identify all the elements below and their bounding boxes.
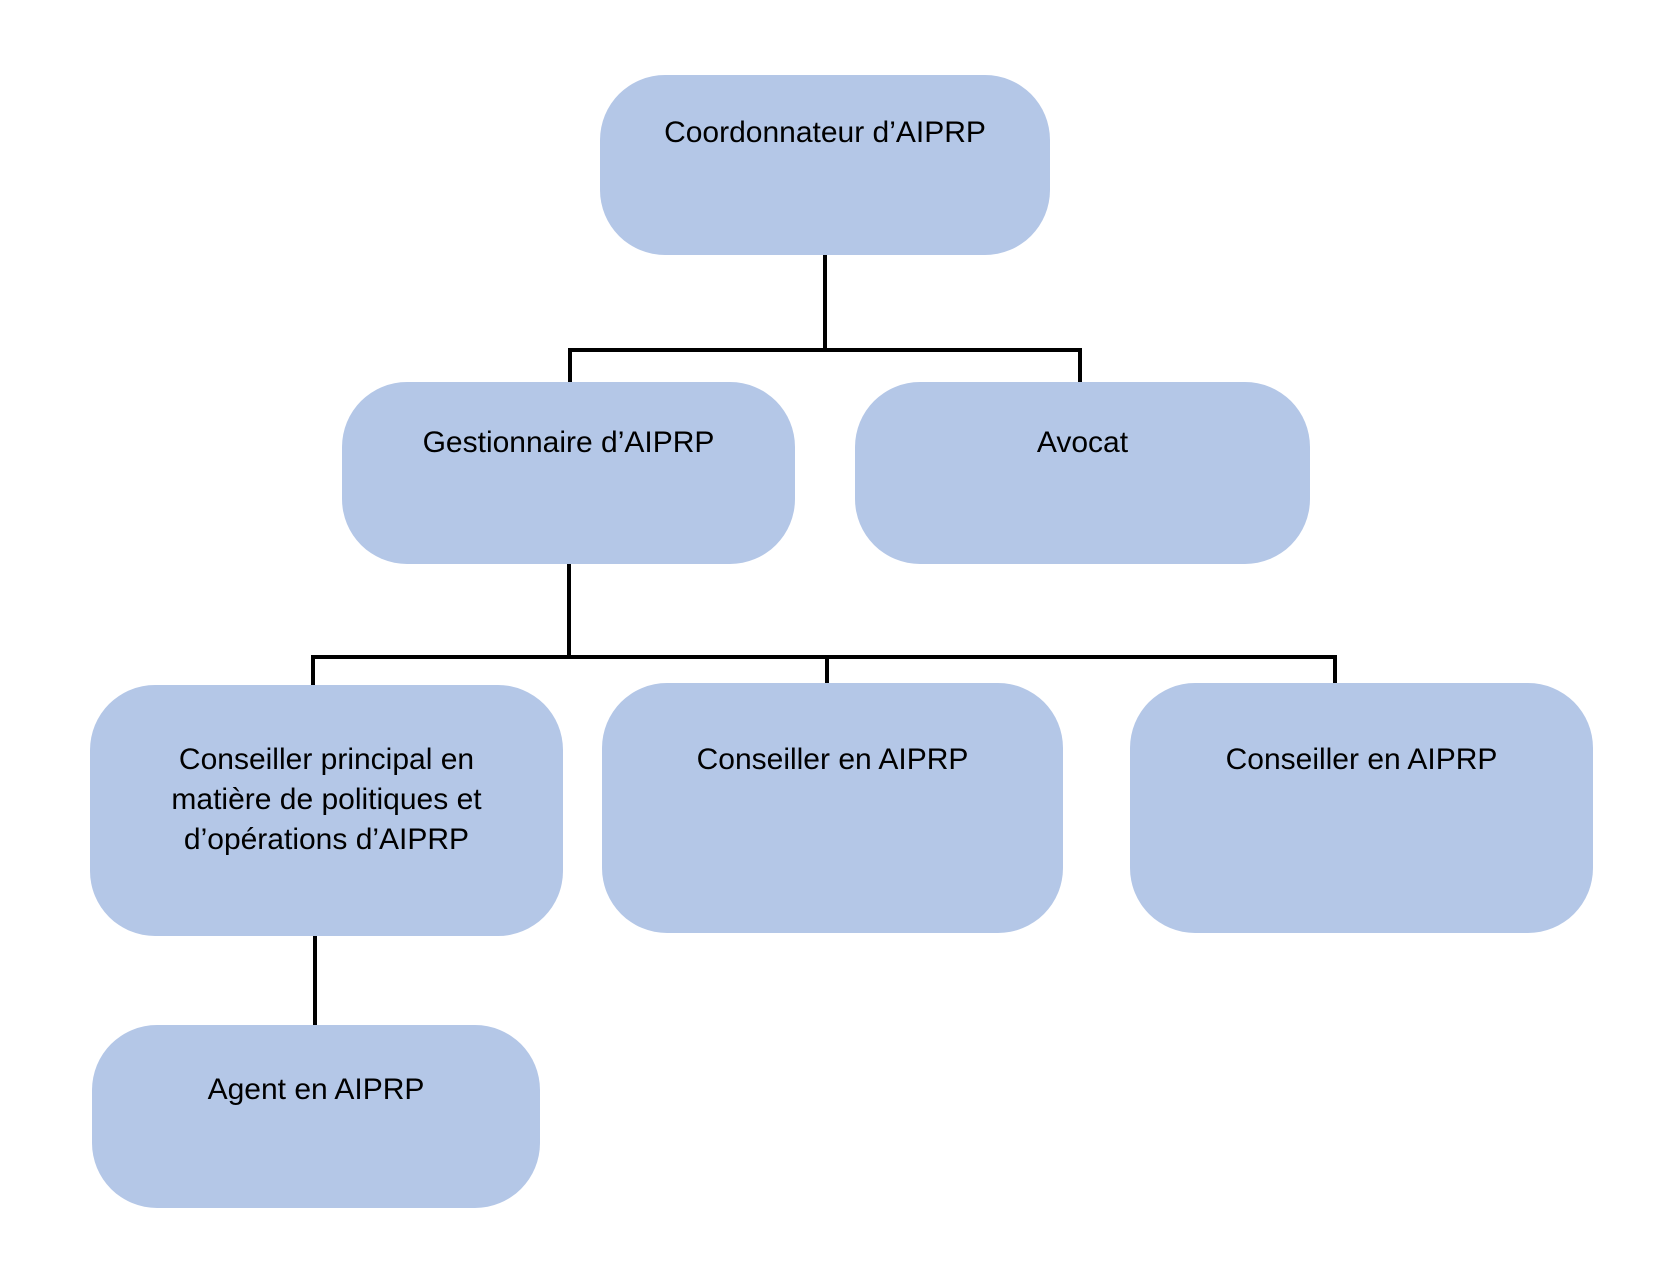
node-agent: Agent en AIPRP: [92, 1025, 540, 1208]
node-conseiller-aiprp-1: Conseiller en AIPRP: [602, 683, 1063, 933]
node-label: Conseiller en AIPRP: [1225, 743, 1498, 776]
node-conseiller-principal: Conseiller principal en matière de polit…: [90, 685, 563, 936]
connector-level2-to-level3: [311, 564, 1337, 685]
node-conseiller-aiprp-2: Conseiller en AIPRP: [1130, 683, 1593, 933]
node-label: Conseiller en AIPRP: [696, 743, 969, 776]
node-label: Conseiller principal en matière de polit…: [171, 743, 482, 856]
node-avocat: Avocat: [855, 382, 1310, 564]
node-label: Coordonnateur d’AIPRP: [664, 116, 986, 149]
node-label: Agent en AIPRP: [207, 1073, 425, 1106]
node-label: Gestionnaire d’AIPRP: [422, 426, 715, 459]
node-coordonnateur: Coordonnateur d’AIPRP: [600, 75, 1050, 255]
node-label: Avocat: [1036, 426, 1129, 459]
node-gestionnaire: Gestionnaire d’AIPRP: [342, 382, 795, 564]
connector-level1-to-level2: [568, 255, 1082, 382]
